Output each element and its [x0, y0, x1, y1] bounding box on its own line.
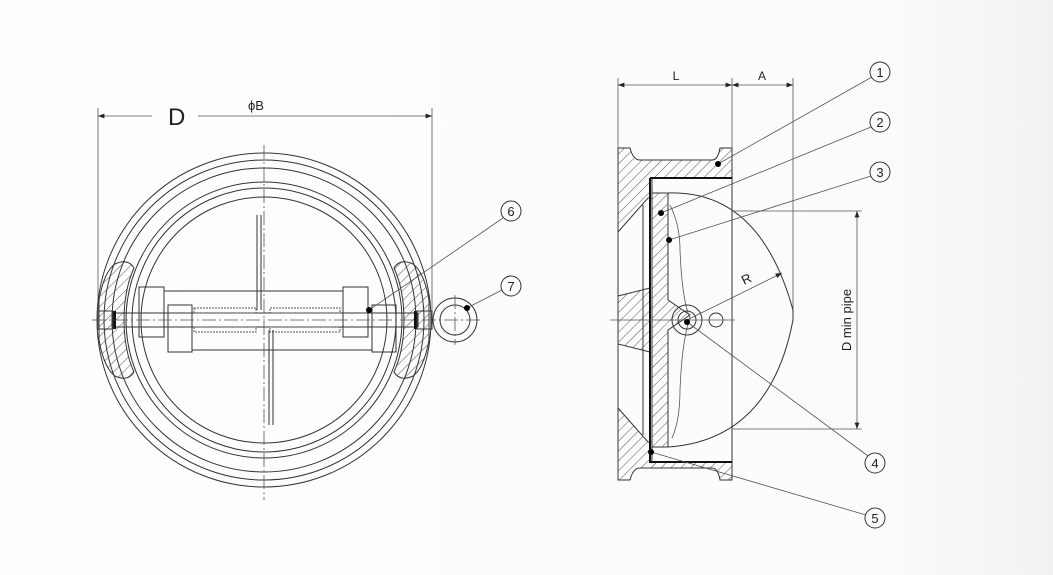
callout-7-circle: [500, 275, 522, 297]
hinge-block-left-upper: [138, 286, 165, 338]
spring-coil-right-bottom: [269, 326, 341, 333]
hinge-block-left-lower: [167, 304, 193, 353]
callout-4-group: 4: [684, 319, 886, 474]
radius-label: R: [739, 270, 754, 288]
spring-coil-left-bottom: [193, 326, 257, 333]
callout-5: 5: [871, 511, 878, 526]
callout-3: 3: [876, 165, 883, 180]
side-view: L A R D min pipe 1: [610, 61, 891, 529]
callout-3-group: 3: [666, 161, 891, 243]
spring-coil-left-top: [193, 307, 257, 314]
hinge-block-right-upper: [342, 286, 369, 338]
seat-liner: [649, 178, 732, 463]
leader-dot-6: [366, 307, 372, 313]
dimension-b-label: ϕB: [248, 98, 264, 113]
body-bottom-section: [617, 406, 733, 481]
callout-6-circle: [500, 200, 522, 222]
front-view: D ϕB: [92, 98, 522, 500]
dimension-l-label: L: [673, 69, 680, 83]
leader-7: [466, 289, 503, 309]
disc-swing-arc: [667, 192, 794, 448]
callout-6: 6: [507, 204, 514, 219]
spring-leg: [669, 204, 691, 439]
callout-7: 7: [507, 279, 514, 294]
callout-4: 4: [871, 456, 878, 471]
callout-2-group: 2: [658, 111, 891, 216]
callout-5-group: 5: [648, 449, 886, 529]
dimension-a-label: A: [758, 69, 766, 83]
pipe-label: D min pipe: [839, 289, 854, 351]
leader-6: [368, 217, 504, 311]
leader-dot-7: [464, 305, 470, 311]
spring-coil-right-top: [269, 307, 341, 314]
callout-1: 1: [876, 65, 883, 80]
hinge-block-right-lower: [371, 304, 397, 353]
callout-1-group: 1: [715, 61, 891, 167]
plug-right: [414, 311, 417, 329]
radius-line: [686, 272, 783, 321]
callout-2: 2: [876, 115, 883, 130]
body-top-section: [617, 147, 733, 234]
dimension-d-label: D: [168, 104, 185, 131]
